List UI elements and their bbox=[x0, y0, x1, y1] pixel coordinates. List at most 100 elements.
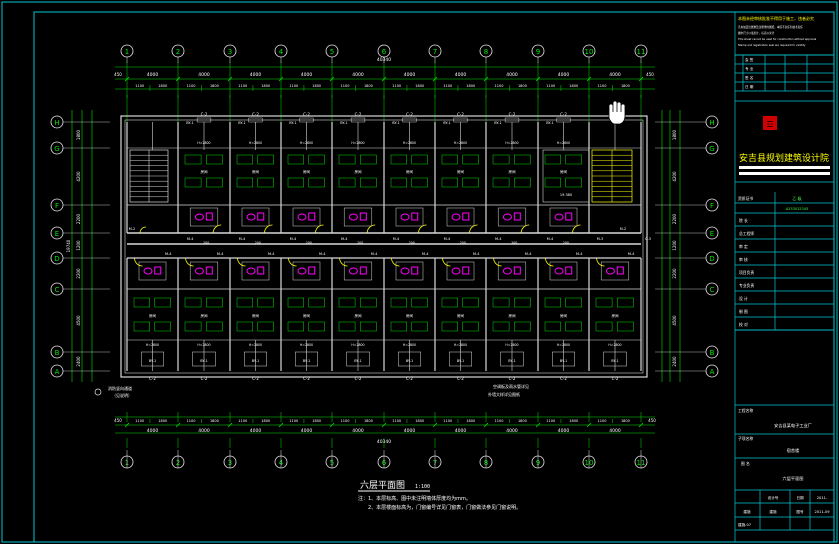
sub-dimension-top: 1800 bbox=[569, 84, 578, 88]
year-value: 2011-09 bbox=[814, 510, 830, 514]
institute-subtitle-bar bbox=[739, 172, 830, 175]
toilet-fixture bbox=[400, 213, 410, 221]
bed bbox=[514, 154, 531, 165]
sink-fixture bbox=[308, 212, 316, 221]
bed bbox=[287, 321, 304, 332]
bed bbox=[565, 177, 582, 188]
bathroom bbox=[497, 261, 527, 281]
bathroom bbox=[189, 261, 219, 281]
bay-dimension-top: 4000 bbox=[506, 72, 518, 78]
sub-dimension-bottom: 1800 bbox=[466, 419, 475, 423]
window-mark bbox=[402, 117, 417, 123]
door-label: M-4 bbox=[495, 237, 502, 241]
door-swing bbox=[442, 257, 451, 267]
bathroom bbox=[189, 207, 219, 227]
toilet-fixture bbox=[554, 213, 564, 221]
axis-number: 7 bbox=[433, 48, 437, 56]
balcony bbox=[346, 351, 370, 367]
bed bbox=[184, 321, 202, 332]
bed bbox=[390, 154, 407, 165]
sill-note: H=2800 bbox=[300, 141, 313, 145]
room-label: 房间 bbox=[252, 313, 260, 318]
common-room bbox=[542, 149, 590, 203]
bathroom bbox=[446, 207, 475, 227]
bed bbox=[441, 177, 458, 188]
window-label: C-2 bbox=[457, 112, 464, 117]
bathroom bbox=[292, 261, 321, 281]
dimension-tick bbox=[227, 76, 233, 82]
dim-200: 200 bbox=[357, 241, 363, 245]
bay-dimension-top: 4000 bbox=[301, 72, 313, 78]
cert-label: 资质证书 bbox=[738, 196, 753, 201]
bay-window-label: BY-1 bbox=[340, 121, 347, 125]
sub-dimension-bottom: 1800 bbox=[621, 419, 630, 423]
sub-dimension-top: 1800 bbox=[261, 84, 270, 88]
axis-number: 4 bbox=[279, 459, 284, 467]
bay-window-label: BY-1 bbox=[149, 359, 156, 363]
hand-cursor-icon bbox=[608, 100, 626, 125]
sub-dimension-bottom: 1100 bbox=[187, 419, 196, 423]
window-mark bbox=[299, 117, 314, 123]
axis-letter: A bbox=[55, 368, 60, 376]
bay-dimension-bottom: 4000 bbox=[455, 428, 467, 434]
dimension-tick bbox=[278, 422, 284, 428]
bay-dimension-top: 4000 bbox=[147, 72, 159, 78]
bathroom bbox=[138, 261, 167, 281]
dimension-tick bbox=[638, 422, 644, 428]
bed bbox=[154, 321, 171, 332]
window-label: C-2 bbox=[303, 112, 310, 117]
bed bbox=[206, 177, 223, 188]
cert-grade: 乙 级 bbox=[792, 195, 801, 201]
sill-note: H=2800 bbox=[454, 343, 467, 347]
dimension-tick bbox=[227, 422, 233, 428]
bed bbox=[338, 177, 356, 188]
window-mark bbox=[453, 117, 468, 123]
sub-dimension-top: 1100 bbox=[135, 84, 144, 88]
drawing-name-value: 六层平面图 bbox=[783, 475, 804, 482]
bed bbox=[133, 297, 150, 308]
sill-note: H=2800 bbox=[351, 141, 364, 145]
sink-fixture bbox=[257, 212, 265, 221]
room-label: 房间 bbox=[149, 313, 156, 318]
sheet-value: 建施 bbox=[743, 509, 751, 514]
door-label: M-3 bbox=[597, 237, 604, 241]
notice-line: This sheet cannot be used for constructi… bbox=[738, 37, 817, 41]
toilet-fixture bbox=[297, 267, 307, 275]
sink-fixture bbox=[359, 212, 367, 221]
notice-line: Stamp and registration seal are required… bbox=[738, 43, 806, 47]
dim-200: 200 bbox=[203, 241, 209, 245]
room-label: 房间 bbox=[612, 313, 620, 318]
bed bbox=[595, 297, 613, 308]
bed bbox=[411, 177, 428, 188]
balcony bbox=[295, 351, 318, 367]
bay-window-label: BY-1 bbox=[200, 359, 207, 363]
dimension-tick bbox=[124, 76, 130, 82]
project-name: 安吉县某电子工业厂 bbox=[774, 422, 812, 429]
bay-window-label: BY-1 bbox=[546, 121, 553, 125]
annotation-left-2: （见说明） bbox=[112, 392, 132, 398]
bed bbox=[308, 154, 325, 165]
bed bbox=[390, 321, 407, 332]
bed bbox=[617, 297, 634, 308]
right-segment-dimension: 1800 bbox=[672, 129, 677, 140]
axis-number: 11 bbox=[637, 48, 646, 56]
window-mark bbox=[248, 117, 263, 123]
axis-letter: G bbox=[54, 145, 59, 153]
window-label: C-2 bbox=[149, 376, 156, 381]
window-mark bbox=[556, 117, 571, 123]
sub-dimension-bottom: 1100 bbox=[289, 419, 298, 423]
dimension-tick bbox=[432, 76, 438, 82]
bed bbox=[133, 321, 150, 332]
sub-dimension-top: 1800 bbox=[364, 84, 373, 88]
exit-marker bbox=[94, 388, 102, 396]
window-label: C-2 bbox=[560, 376, 567, 381]
sheet-number: 建施-07 bbox=[738, 522, 751, 527]
notice-line: 图中尺寸以毫米计，标高以米计 bbox=[738, 31, 775, 35]
door-label: M-2 bbox=[129, 227, 136, 231]
dim-200: 200 bbox=[563, 241, 569, 245]
door-label: M-4 bbox=[341, 237, 348, 241]
bay-dimension-top: 4000 bbox=[558, 72, 570, 78]
sink-fixture bbox=[308, 266, 316, 275]
door-swing bbox=[572, 224, 581, 234]
door-swing bbox=[339, 257, 348, 267]
